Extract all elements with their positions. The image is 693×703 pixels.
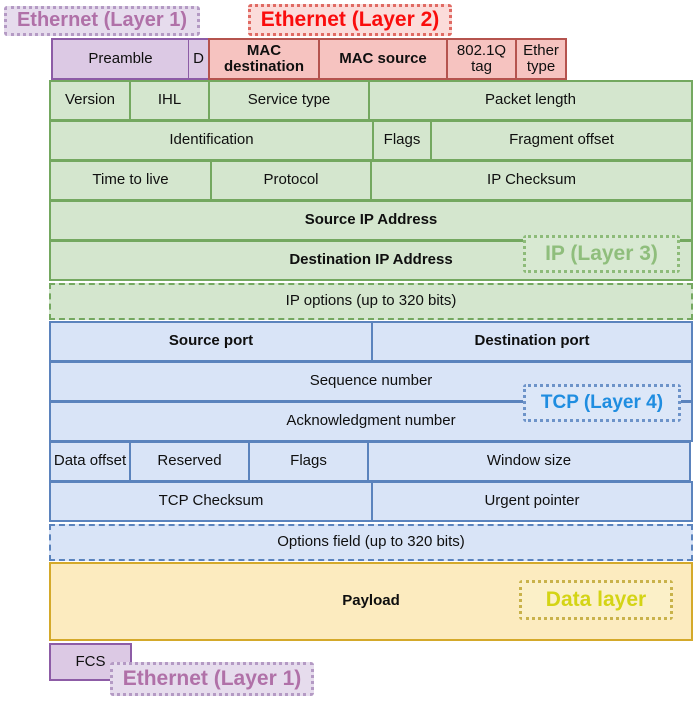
field-identification: Identification (49, 120, 374, 161)
ip-options-row: IP options (up to 320 bits) (49, 283, 693, 320)
field-vlan-tag: 802.1Q tag (446, 38, 517, 80)
ip-source-row: Source IP Address (49, 200, 693, 241)
field-tcp-checksum: TCP Checksum (49, 481, 373, 522)
tcp-offset-row: Data offset Reserved Flags Window size (49, 441, 693, 482)
field-protocol: Protocol (210, 160, 372, 201)
tcp-options-row: Options field (up to 320 bits) (49, 524, 693, 561)
field-window-size: Window size (367, 441, 691, 482)
label-ethernet-layer2: Ethernet (Layer 2) (248, 4, 452, 36)
tcp-checksum-row: TCP Checksum Urgent pointer (49, 481, 693, 522)
field-ether-type: Ether type (515, 38, 567, 80)
field-ip-checksum: IP Checksum (370, 160, 693, 201)
label-ethernet-layer1-top: Ethernet (Layer 1) (4, 6, 200, 36)
field-version: Version (49, 80, 131, 121)
field-reserved: Reserved (129, 441, 250, 482)
field-service-type: Service type (208, 80, 370, 121)
field-ip-options: IP options (up to 320 bits) (49, 283, 693, 320)
field-start-frame-delimiter: D (188, 38, 210, 80)
field-source-port: Source port (49, 321, 373, 362)
ip-header-row-1: Version IHL Service type Packet length (49, 80, 693, 121)
field-time-to-live: Time to live (49, 160, 212, 201)
label-data-layer: Data layer (519, 580, 673, 620)
field-urgent-pointer: Urgent pointer (371, 481, 693, 522)
field-source-ip-address: Source IP Address (49, 200, 693, 241)
field-options: Options field (up to 320 bits) (49, 524, 693, 561)
field-fragment-offset: Fragment offset (430, 120, 693, 161)
tcp-ports-row: Source port Destination port (49, 321, 693, 362)
field-ihl: IHL (129, 80, 210, 121)
field-destination-port: Destination port (371, 321, 693, 362)
field-flags-ip: Flags (372, 120, 432, 161)
ip-header-row-3: Time to live Protocol IP Checksum (49, 160, 693, 201)
label-tcp-layer4: TCP (Layer 4) (523, 384, 681, 422)
ip-header-row-2: Identification Flags Fragment offset (49, 120, 693, 161)
field-mac-source: MAC source (318, 38, 448, 80)
label-ethernet-layer1-bottom: Ethernet (Layer 1) (110, 662, 314, 696)
label-ip-layer3: IP (Layer 3) (523, 235, 680, 273)
field-data-offset: Data offset (49, 441, 131, 482)
ethernet-header-row: Preamble D MAC destination MAC source 80… (51, 38, 573, 80)
field-mac-destination: MAC destination (208, 38, 320, 80)
field-preamble: Preamble (51, 38, 190, 80)
field-packet-length: Packet length (368, 80, 693, 121)
field-flags-tcp: Flags (248, 441, 369, 482)
